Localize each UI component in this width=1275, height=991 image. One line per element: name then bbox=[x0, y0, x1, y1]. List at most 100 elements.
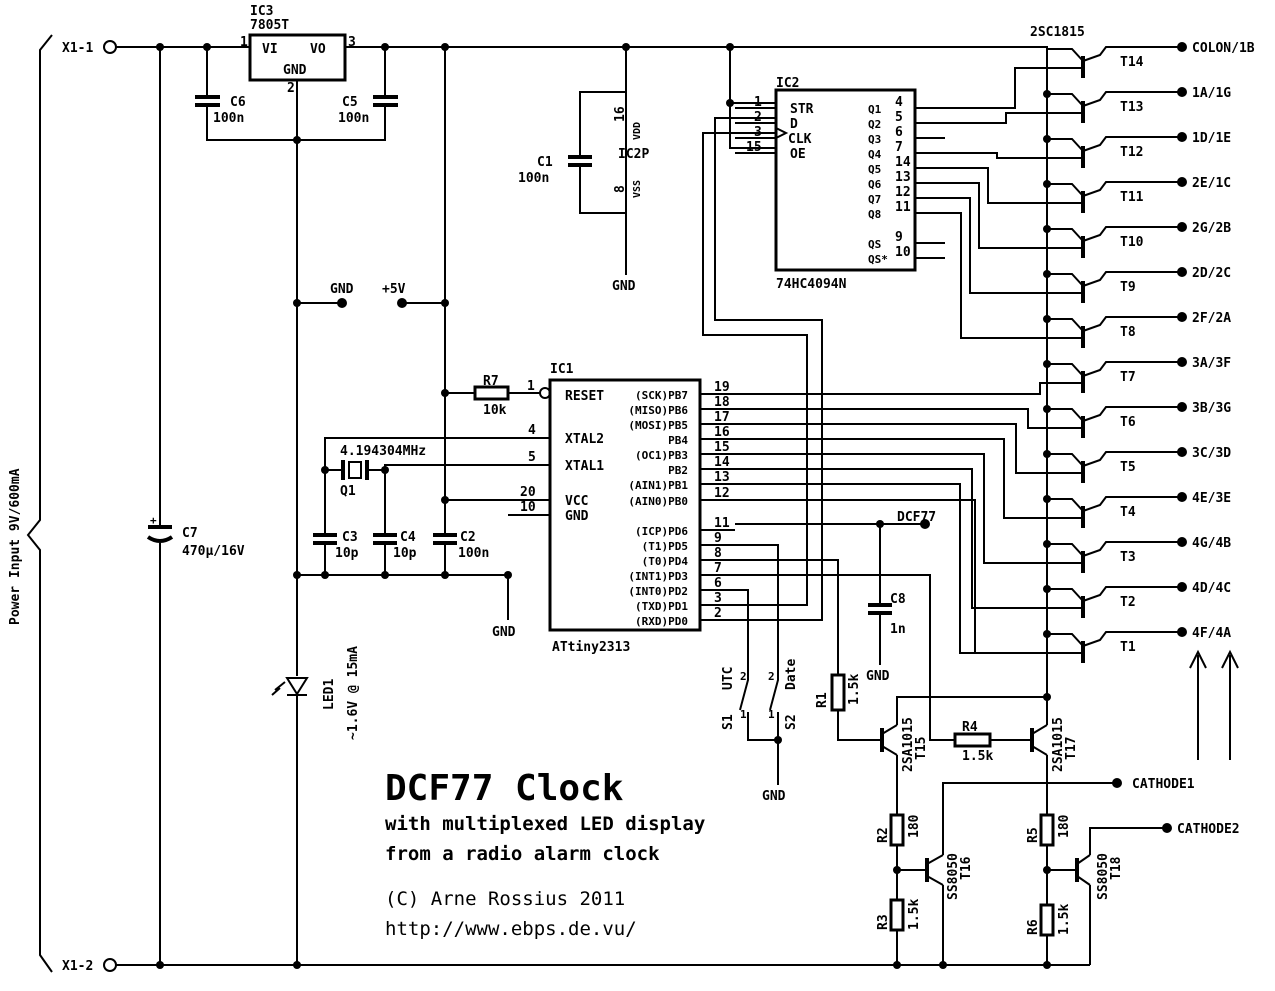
ic2-pin-label: Q7 bbox=[868, 193, 881, 206]
svg-text:S1: S1 bbox=[721, 714, 736, 730]
ic1-pin-label: (OC1)PB3 bbox=[635, 449, 688, 462]
ic1-pin-number: 2 bbox=[714, 606, 722, 621]
segment-transistor-ref: T11 bbox=[1120, 190, 1144, 205]
gnd-switch-label: GND bbox=[762, 789, 786, 804]
svg-text:C3: C3 bbox=[342, 530, 358, 545]
svg-text:C4: C4 bbox=[400, 530, 416, 545]
segment-net-label: 3C/3D bbox=[1192, 446, 1231, 461]
svg-text:VI: VI bbox=[262, 42, 278, 57]
segment-net-label: 3B/3G bbox=[1192, 401, 1231, 416]
ic2-pin-label: QS bbox=[868, 238, 881, 251]
segment-output-point bbox=[1177, 357, 1187, 367]
svg-text:74HC4094N: 74HC4094N bbox=[776, 277, 847, 292]
segment-transistor-ref: T8 bbox=[1120, 325, 1136, 340]
ic1-pin-number: 18 bbox=[714, 395, 730, 410]
ic1-pin-label: XTAL1 bbox=[565, 459, 604, 474]
svg-text:2: 2 bbox=[287, 81, 295, 96]
ic2-pin-label: Q6 bbox=[868, 178, 882, 191]
website-url[interactable]: http://www.ebps.de.vu/ bbox=[385, 918, 637, 940]
svg-text:100n: 100n bbox=[213, 111, 244, 126]
net-dcf77-label: DCF77 bbox=[897, 510, 936, 525]
ic2-pin-number: 9 bbox=[895, 230, 903, 245]
caption: DCF77 Clock with multiplexed LED display… bbox=[385, 768, 705, 940]
ic1-pin-number: 20 bbox=[520, 485, 536, 500]
ic2-pin-number: 1 bbox=[754, 95, 762, 110]
segment-transistor-ref: T2 bbox=[1120, 595, 1136, 610]
svg-text:1: 1 bbox=[768, 708, 775, 721]
ic2-pin-label: QS* bbox=[868, 253, 888, 266]
segment-net-label: 1A/1G bbox=[1192, 86, 1231, 101]
segment-transistor-ref: T9 bbox=[1120, 280, 1136, 295]
segment-output-point bbox=[1177, 402, 1187, 412]
ic2-pin-label: CLK bbox=[788, 132, 812, 147]
segment-drivers: T14COLON/1BT131A/1GT121D/1ET112E/1CT102G… bbox=[1043, 41, 1255, 663]
segment-wires bbox=[735, 67, 1081, 654]
segment-transistor-ref: T10 bbox=[1120, 235, 1144, 250]
segment-transistor-ref: T4 bbox=[1120, 505, 1136, 520]
svg-text:Q1: Q1 bbox=[340, 484, 356, 499]
svg-text:R7: R7 bbox=[483, 374, 499, 389]
svg-text:100n: 100n bbox=[338, 111, 369, 126]
segment-output-point bbox=[1177, 627, 1187, 637]
svg-text:UTC: UTC bbox=[721, 667, 736, 690]
segment-transistor: T8 2F/2A bbox=[1043, 311, 1231, 348]
svg-text:1.5k: 1.5k bbox=[962, 749, 993, 764]
svg-text:1: 1 bbox=[527, 379, 535, 394]
ic1-pin-number: 12 bbox=[714, 486, 730, 501]
ic2-pin-label: Q5 bbox=[868, 163, 881, 176]
svg-text:1: 1 bbox=[740, 708, 747, 721]
svg-text:180: 180 bbox=[1057, 814, 1072, 838]
svg-text:1: 1 bbox=[240, 35, 248, 50]
svg-text:R1: R1 bbox=[815, 692, 830, 708]
svg-text:2: 2 bbox=[740, 670, 747, 683]
ic1-pin-number: 8 bbox=[714, 546, 722, 561]
svg-text:1.5k: 1.5k bbox=[1057, 904, 1072, 935]
svg-text:GND: GND bbox=[283, 63, 307, 78]
ic1-attiny2313: IC1 ATtiny2313 RESETXTAL24XTAL15VCC20GND… bbox=[520, 362, 735, 655]
svg-text:ATtiny2313: ATtiny2313 bbox=[552, 640, 630, 655]
ic2-pin-number: 13 bbox=[895, 170, 911, 185]
svg-text:2: 2 bbox=[768, 670, 775, 683]
net-5v-label: +5V bbox=[382, 282, 406, 297]
ic2-pin-number: 11 bbox=[895, 200, 911, 215]
net-cathode2-point bbox=[1162, 823, 1172, 833]
ic1-pin-number: 16 bbox=[714, 425, 730, 440]
segment-output-point bbox=[1177, 537, 1187, 547]
segment-net-label: 2E/1C bbox=[1192, 176, 1231, 191]
svg-text:3: 3 bbox=[348, 35, 356, 50]
ic2-pin-label: OE bbox=[790, 147, 806, 162]
svg-text:T17: T17 bbox=[1064, 737, 1079, 760]
junctions bbox=[156, 43, 1172, 969]
net-cathode2-label: CATHODE2 bbox=[1177, 822, 1240, 837]
svg-text:C7: C7 bbox=[182, 526, 198, 541]
ic1-pin-label: (TXD)PD1 bbox=[635, 600, 688, 613]
ic2-pin-number: 10 bbox=[895, 245, 911, 260]
svg-text:10p: 10p bbox=[393, 546, 417, 561]
ic1-pin-number: 3 bbox=[714, 591, 722, 606]
ic1-pin-label: (RXD)PD0 bbox=[635, 615, 688, 628]
ic1-pin-number: 4 bbox=[528, 423, 536, 438]
ic1-pin-label: PB2 bbox=[668, 464, 688, 477]
svg-text:2SA1015: 2SA1015 bbox=[901, 717, 916, 772]
ic1-pin-number: 6 bbox=[714, 576, 722, 591]
svg-text:2SA1015: 2SA1015 bbox=[1051, 717, 1066, 772]
svg-text:1n: 1n bbox=[890, 622, 906, 637]
schematic-title: DCF77 Clock bbox=[385, 768, 624, 809]
svg-text:100n: 100n bbox=[458, 546, 489, 561]
segment-transistor-ref: T12 bbox=[1120, 145, 1143, 160]
svg-text:C2: C2 bbox=[460, 530, 476, 545]
svg-text:R3: R3 bbox=[876, 914, 891, 930]
svg-text:C5: C5 bbox=[342, 95, 358, 110]
net-gnd-label: GND bbox=[330, 282, 354, 297]
svg-text:IC3: IC3 bbox=[250, 4, 273, 19]
ic2-pin-number: 14 bbox=[895, 155, 911, 170]
segment-net-label: 2F/2A bbox=[1192, 311, 1231, 326]
ic1-pin-number: 9 bbox=[714, 531, 722, 546]
segment-transistor-ref: T6 bbox=[1120, 415, 1136, 430]
